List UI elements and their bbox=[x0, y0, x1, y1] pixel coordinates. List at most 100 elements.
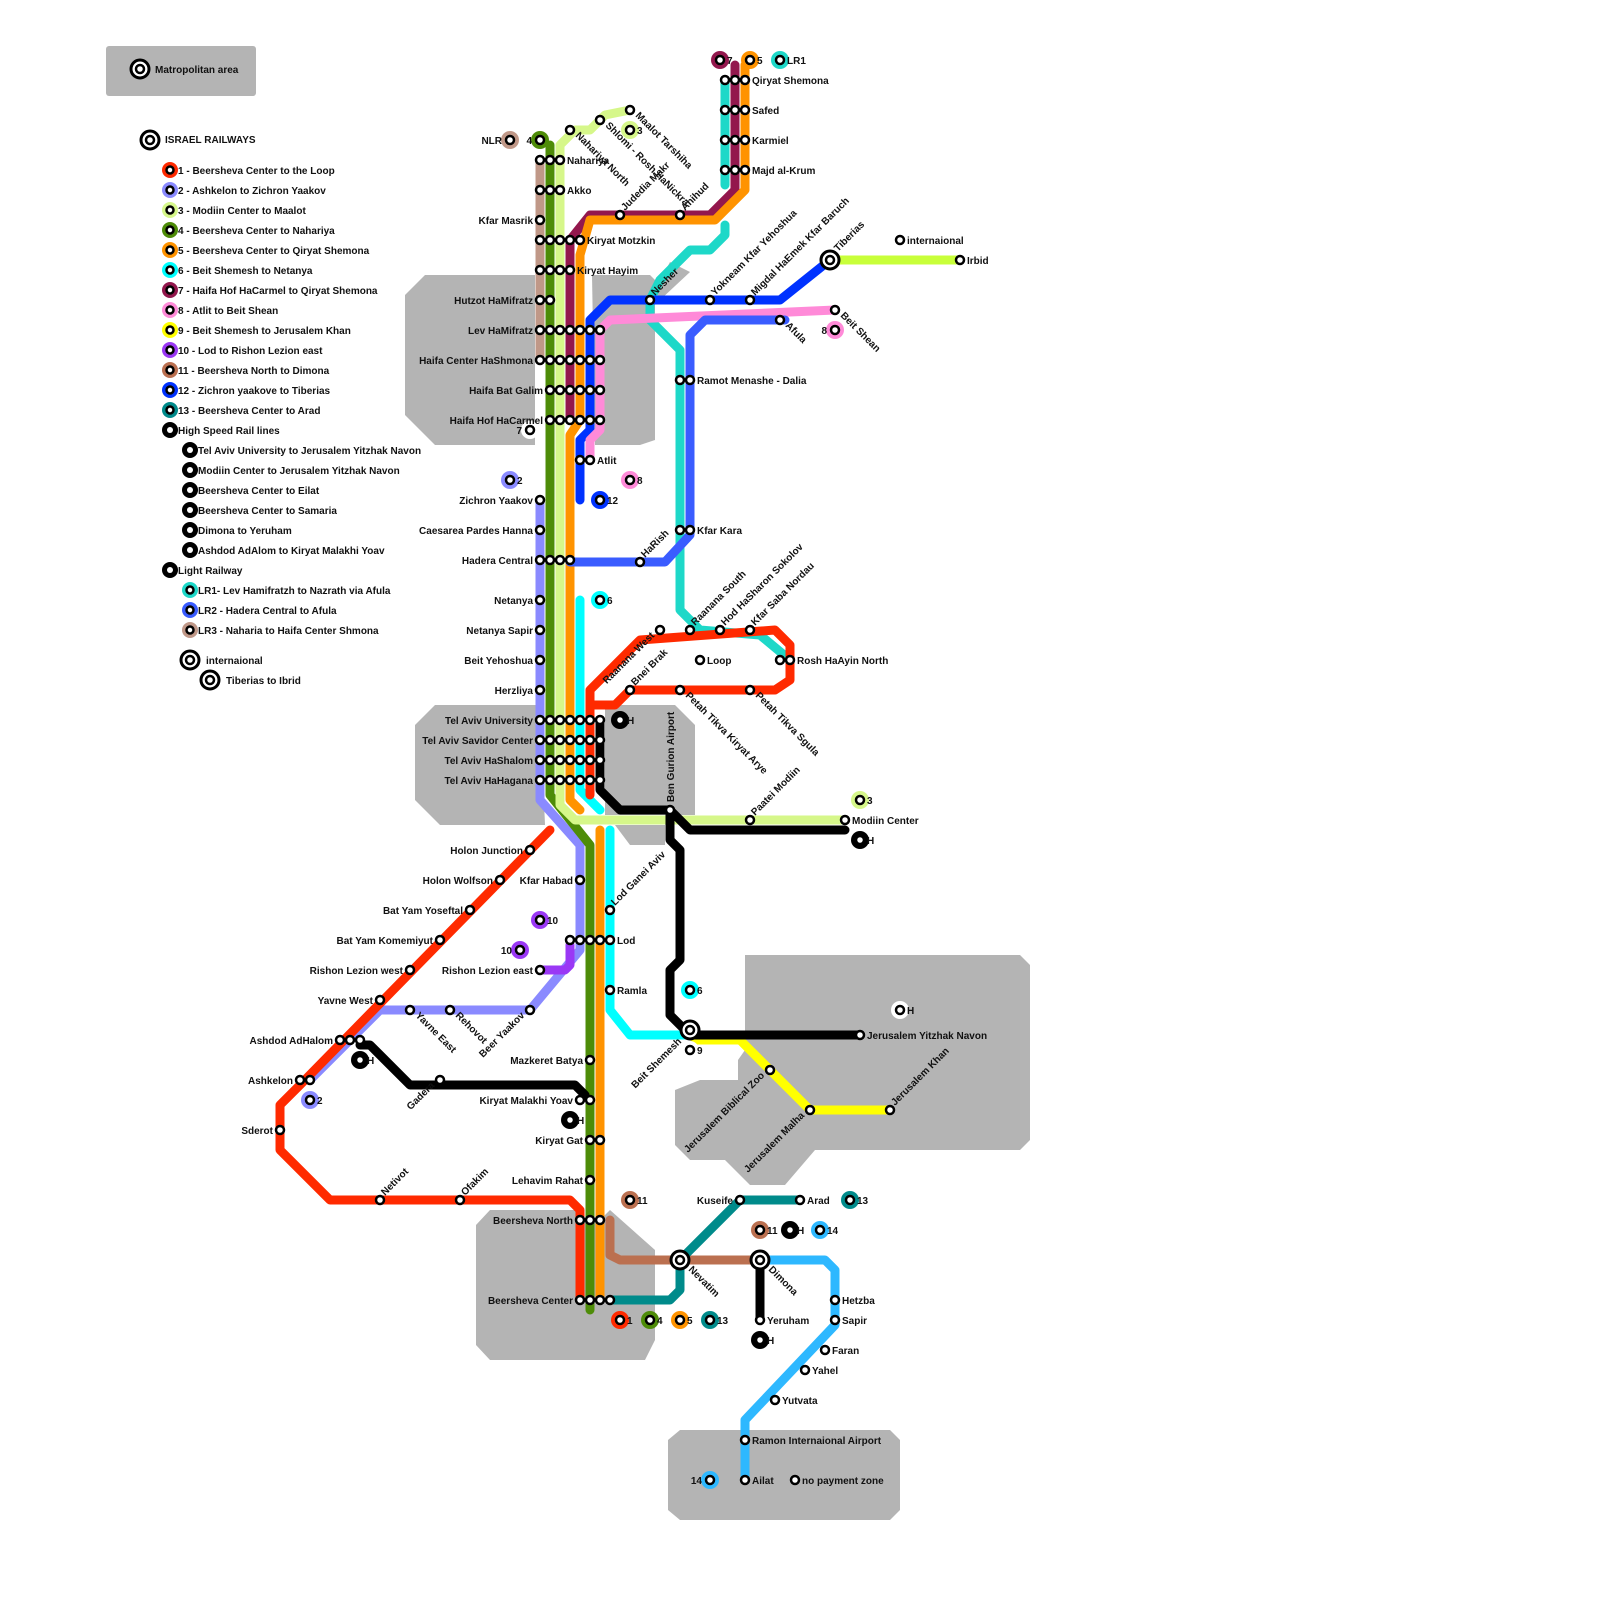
station-sapir[interactable] bbox=[829, 1314, 841, 1326]
station-ta-hashalom[interactable] bbox=[534, 754, 546, 766]
terminal-tag-dot[interactable] bbox=[829, 324, 841, 336]
station-hadera[interactable] bbox=[544, 554, 556, 566]
terminal-tag-dot[interactable] bbox=[614, 1314, 626, 1326]
station-sderot[interactable] bbox=[274, 1124, 286, 1136]
terminal-tag-dot[interactable] bbox=[674, 1314, 686, 1326]
station-ta-savidor[interactable] bbox=[574, 734, 586, 746]
station-pt-sgula[interactable] bbox=[744, 684, 756, 696]
station-ta-hashalom[interactable] bbox=[564, 754, 576, 766]
station-beersheva-north[interactable] bbox=[594, 1214, 606, 1226]
station-mazkeret[interactable] bbox=[584, 1054, 596, 1066]
station-ta-hahagana[interactable] bbox=[594, 774, 606, 786]
station-jerusalem-navon[interactable] bbox=[854, 1029, 866, 1041]
terminal-tag-dot[interactable] bbox=[854, 794, 866, 806]
station-majd[interactable] bbox=[719, 164, 731, 176]
station-holon-wolfson[interactable] bbox=[494, 874, 506, 886]
station-kiryat-motzkin[interactable] bbox=[544, 234, 556, 246]
station-ramot[interactable] bbox=[674, 374, 686, 386]
station-yavne-west[interactable] bbox=[374, 994, 386, 1006]
station-bat-galim[interactable] bbox=[574, 384, 586, 396]
station-bat-galim[interactable] bbox=[554, 384, 566, 396]
station-nahariya[interactable] bbox=[544, 154, 556, 166]
station-haifa-center[interactable] bbox=[554, 354, 566, 366]
terminal-tag-dot[interactable] bbox=[814, 1224, 826, 1236]
terminal-tag-dot[interactable] bbox=[354, 1054, 366, 1066]
station-ben-gurion[interactable] bbox=[664, 804, 676, 816]
terminal-tag-dot[interactable] bbox=[534, 914, 546, 926]
station-kiryat-hayim[interactable] bbox=[544, 264, 556, 276]
terminal-tag-dot[interactable] bbox=[514, 944, 526, 956]
station-haifa-center[interactable] bbox=[534, 354, 546, 366]
station-kfar-saba[interactable] bbox=[744, 624, 756, 636]
station-ta-hahagana[interactable] bbox=[534, 774, 546, 786]
station-migdal[interactable] bbox=[744, 294, 756, 306]
station-pt-kiryat[interactable] bbox=[674, 684, 686, 696]
station-bat-galim[interactable] bbox=[584, 384, 596, 396]
station-afula[interactable] bbox=[774, 314, 786, 326]
station-beersheva-center[interactable] bbox=[584, 1294, 596, 1306]
station-karmiel[interactable] bbox=[729, 134, 741, 146]
station-bat-galim[interactable] bbox=[594, 384, 606, 396]
station-ta-hahagana[interactable] bbox=[544, 774, 556, 786]
station-nesher[interactable] bbox=[644, 294, 656, 306]
station-zichron[interactable] bbox=[534, 494, 546, 506]
station-haifa-center[interactable] bbox=[594, 354, 606, 366]
station-loop[interactable] bbox=[694, 654, 706, 666]
station-haifa-center[interactable] bbox=[564, 354, 576, 366]
station-kiryat-motzkin[interactable] bbox=[564, 234, 576, 246]
station-beersheva-center[interactable] bbox=[574, 1294, 586, 1306]
station-hutzot[interactable] bbox=[534, 294, 546, 306]
terminal-tag-dot[interactable] bbox=[684, 1044, 696, 1056]
station-ta-savidor[interactable] bbox=[544, 734, 556, 746]
station-nahariya[interactable] bbox=[534, 154, 546, 166]
terminal-tag-dot[interactable] bbox=[504, 474, 516, 486]
station-netanya[interactable] bbox=[534, 594, 546, 606]
station-kuseife[interactable] bbox=[734, 1194, 746, 1206]
station-lod-ganei-aviv[interactable] bbox=[604, 904, 616, 916]
station-atlit[interactable] bbox=[574, 454, 586, 466]
station-kiryat-malakhi[interactable] bbox=[574, 1094, 586, 1106]
station-irbid[interactable] bbox=[954, 254, 966, 266]
station-rosh[interactable] bbox=[784, 654, 796, 666]
station-bnei-brak[interactable] bbox=[624, 684, 636, 696]
station-raanana-south[interactable] bbox=[684, 624, 696, 636]
terminal-tag-dot[interactable] bbox=[854, 834, 866, 846]
station-hof-hacarmel[interactable] bbox=[584, 414, 596, 426]
station-ramon[interactable] bbox=[739, 1434, 751, 1446]
station-ta-university[interactable] bbox=[554, 714, 566, 726]
station-ta-university[interactable] bbox=[534, 714, 546, 726]
terminal-tag-dot[interactable] bbox=[714, 54, 726, 66]
terminal-tag-dot[interactable] bbox=[704, 1474, 716, 1486]
station-yeruham[interactable] bbox=[754, 1314, 766, 1326]
station-kiryat-motzkin[interactable] bbox=[554, 234, 566, 246]
station-ta-hashalom[interactable] bbox=[544, 754, 556, 766]
station-ashkelon[interactable] bbox=[304, 1074, 316, 1086]
station-ramla[interactable] bbox=[604, 984, 616, 996]
station-qiryat-shemona[interactable] bbox=[719, 74, 731, 86]
station-safed[interactable] bbox=[729, 104, 741, 116]
station-kiryat-hayim[interactable] bbox=[564, 264, 576, 276]
station-ta-hashalom[interactable] bbox=[554, 754, 566, 766]
station-hadera[interactable] bbox=[564, 554, 576, 566]
station-majd[interactable] bbox=[739, 164, 751, 176]
station-qiryat-shemona[interactable] bbox=[729, 74, 741, 86]
station-akko[interactable] bbox=[554, 184, 566, 196]
station-lehavim[interactable] bbox=[584, 1174, 596, 1186]
station-safed[interactable] bbox=[739, 104, 751, 116]
station-modiin[interactable] bbox=[839, 814, 851, 826]
station-ta-savidor[interactable] bbox=[554, 734, 566, 746]
station-ashdod[interactable] bbox=[334, 1034, 346, 1046]
station-paatei[interactable] bbox=[744, 814, 756, 826]
station-ta-hahagana[interactable] bbox=[584, 774, 596, 786]
station-ta-university[interactable] bbox=[544, 714, 556, 726]
station-hof-hacarmel[interactable] bbox=[554, 414, 566, 426]
terminal-tag-dot[interactable] bbox=[624, 124, 636, 136]
station-faran[interactable] bbox=[819, 1344, 831, 1356]
station-bat-galim[interactable] bbox=[544, 384, 556, 396]
station-biblical-zoo[interactable] bbox=[764, 1064, 776, 1076]
station-kiryat-hayim[interactable] bbox=[534, 264, 546, 276]
station-harish[interactable] bbox=[634, 556, 646, 568]
terminal-tag-dot[interactable] bbox=[534, 134, 546, 146]
station-hof-hacarmel[interactable] bbox=[574, 414, 586, 426]
station-rishon-west[interactable] bbox=[404, 964, 416, 976]
